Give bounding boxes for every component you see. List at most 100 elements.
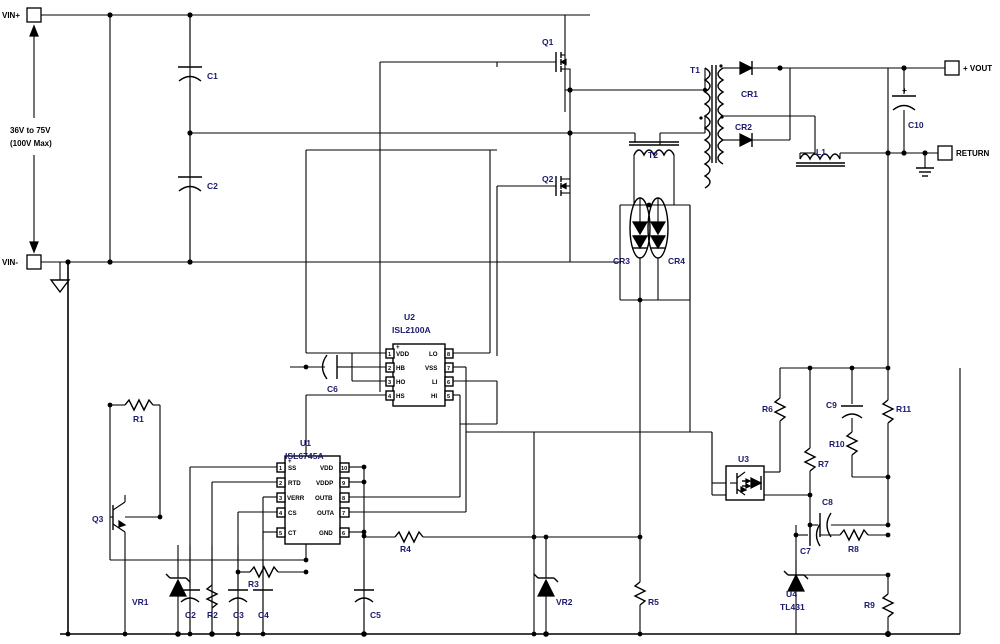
junction-vr1-gnd (175, 631, 181, 637)
u1-pin8-name: OUTB (315, 495, 333, 502)
label-vr2: VR2 (556, 597, 573, 607)
ic-u1[interactable]: U1 ISL6745A 1 SS + 2 RTD 3 VERR 4 CS 5 C… (276, 438, 350, 545)
label-t1: T1 (690, 65, 700, 75)
terminal-vin-plus[interactable]: VIN+ (2, 7, 42, 23)
junction-r8-right (885, 532, 891, 538)
capacitor-c3: C3 (228, 545, 248, 634)
capacitor-c7: C7 (796, 523, 840, 556)
capacitor-c4: C4 (253, 560, 273, 634)
junction-r9-gnd (885, 631, 891, 637)
label-r8: R8 (848, 544, 859, 554)
svg-text:4: 4 (388, 394, 392, 400)
terminal-vin-plus-label: VIN+ (2, 11, 20, 20)
junction-left-gnd (65, 631, 71, 637)
u2-pin1-name: VDD (396, 351, 410, 358)
diode-pair-cr4: CR4 (647, 197, 685, 300)
junction-r2-gnd (209, 631, 215, 637)
junction-c5-node (361, 533, 367, 539)
ic-u3-optocoupler[interactable]: U3 (725, 454, 765, 501)
diode-cr2: CR2 (735, 122, 790, 147)
terminal-return[interactable]: RETURN (937, 145, 990, 161)
junction-cr1-out (777, 65, 783, 71)
label-cr4: CR4 (668, 256, 685, 266)
label-c2-input: C2 (207, 181, 218, 191)
resistor-r7: R7 (803, 368, 829, 495)
input-range-line2: (100V Max) (10, 139, 52, 148)
label-u4-part: TL431 (780, 602, 805, 612)
svg-text:8: 8 (342, 496, 345, 502)
capacitor-c2-bottom: C2 (180, 545, 200, 634)
label-vr1: VR1 (132, 597, 149, 607)
wire-q1-source-down (565, 68, 571, 133)
u2-pin3-name: HO (396, 379, 405, 386)
transformer-t1: T1 (690, 64, 725, 189)
junction-vinn-gnd (65, 259, 71, 265)
junction-r11-top (885, 365, 891, 371)
svg-text:1: 1 (279, 466, 282, 472)
junction-r3-left (235, 569, 241, 575)
label-r6: R6 (762, 404, 773, 414)
resistor-r1: R1 (110, 398, 160, 424)
label-c1: C1 (207, 71, 218, 81)
junction-u1-vddp (361, 479, 367, 485)
junction-q3-collector (157, 514, 163, 520)
resistor-r2: R2 (205, 545, 219, 634)
u1-pin7-name: OUTA (317, 510, 335, 517)
u1-pin9-name: VDDP (316, 480, 333, 487)
capacitor-c1: C1 (178, 15, 218, 133)
resistor-r11: R11 (881, 368, 911, 477)
terminal-vout[interactable]: + VOUT (944, 60, 992, 76)
label-c4: C4 (258, 610, 269, 620)
transistor-q3: Q3 (92, 495, 160, 545)
input-range-line1: 36V to 75V (10, 126, 51, 135)
u1-pin2-name: RTD (288, 480, 301, 487)
mosfet-q2: Q2 (497, 133, 571, 245)
power-rails (40, 14, 960, 635)
svg-text:2: 2 (279, 481, 282, 487)
u2-pin5-name: HI (431, 393, 437, 400)
svg-text:6: 6 (447, 380, 450, 386)
svg-text:7: 7 (342, 511, 345, 517)
junction-vinp-b (187, 12, 193, 18)
junction-q3-gnd (122, 631, 128, 637)
u1-pin6-name: GND (319, 530, 333, 537)
label-l1: L1 (816, 147, 826, 157)
label-u2-ref: U2 (404, 312, 415, 322)
transformer-t2: T2 (629, 132, 705, 200)
label-q2: Q2 (542, 174, 554, 184)
u2-pin2-name: HB (396, 365, 405, 372)
label-r1: R1 (133, 414, 144, 424)
terminal-return-label: RETURN (956, 149, 990, 158)
label-r11: R11 (896, 404, 911, 414)
u1-pin3-name: VERR (287, 495, 305, 502)
label-r2: R2 (207, 610, 218, 620)
u1-pin4-name: CS (288, 510, 297, 517)
junction-534-gnd (531, 631, 537, 637)
label-c2-bottom: C2 (185, 610, 196, 620)
label-r7: R7 (818, 459, 829, 469)
label-c7: C7 (800, 546, 811, 556)
label-c3: C3 (233, 610, 244, 620)
junction-vr2-top (543, 534, 549, 540)
resistor-r6: R6 (762, 368, 787, 440)
capacitor-c2-input: C2 (178, 133, 218, 262)
junction-captap (187, 130, 193, 136)
junction-c9-top (849, 365, 855, 371)
terminal-vin-minus-label: VIN- (2, 258, 18, 267)
junction-c3-gnd (235, 631, 241, 637)
junction-c2b-gnd (187, 631, 193, 637)
svg-text:10: 10 (341, 466, 347, 472)
u1-pin1-name: SS (288, 465, 296, 472)
svg-text:4: 4 (279, 511, 283, 517)
svg-text:+: + (396, 344, 400, 351)
u2-pin4-name: HS (396, 393, 405, 400)
label-c8: C8 (822, 497, 833, 507)
terminal-vin-minus[interactable]: VIN- (2, 254, 42, 270)
resistor-r3: R3 (238, 565, 306, 589)
junction-cr-top (646, 202, 652, 208)
label-c9: C9 (826, 400, 837, 410)
junction-c4-gnd (260, 631, 266, 637)
ic-u2[interactable]: U2 ISL2100A 1 VDD + 2 HB 3 HO 4 HS 8 LO … (385, 312, 454, 407)
